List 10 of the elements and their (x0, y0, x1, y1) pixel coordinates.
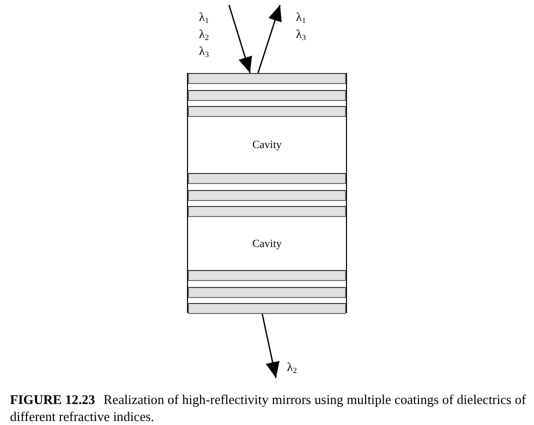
figure-caption: FIGURE 12.23 Realization of high-reflectivity mirrors using multiple coatings of dielectrics of different refractive indices. (10, 391, 526, 425)
cavity-layer: Cavity (188, 217, 346, 270)
cavity-layer: Cavity (188, 117, 346, 173)
wavelength-label: λ$_{1}$ λ$_{2}$ λ$_{3}$ (199, 5, 229, 58)
light-ray-arrow (228, 4, 252, 74)
light-ray-arrow (261, 312, 280, 378)
wavelength-label: λ$_{2}$ (276, 359, 300, 378)
wavelength-label: λ$_{1}$ λ$_{3}$ (280, 5, 310, 41)
light-ray-arrow (257, 4, 282, 74)
mirror-stack (187, 73, 347, 313)
